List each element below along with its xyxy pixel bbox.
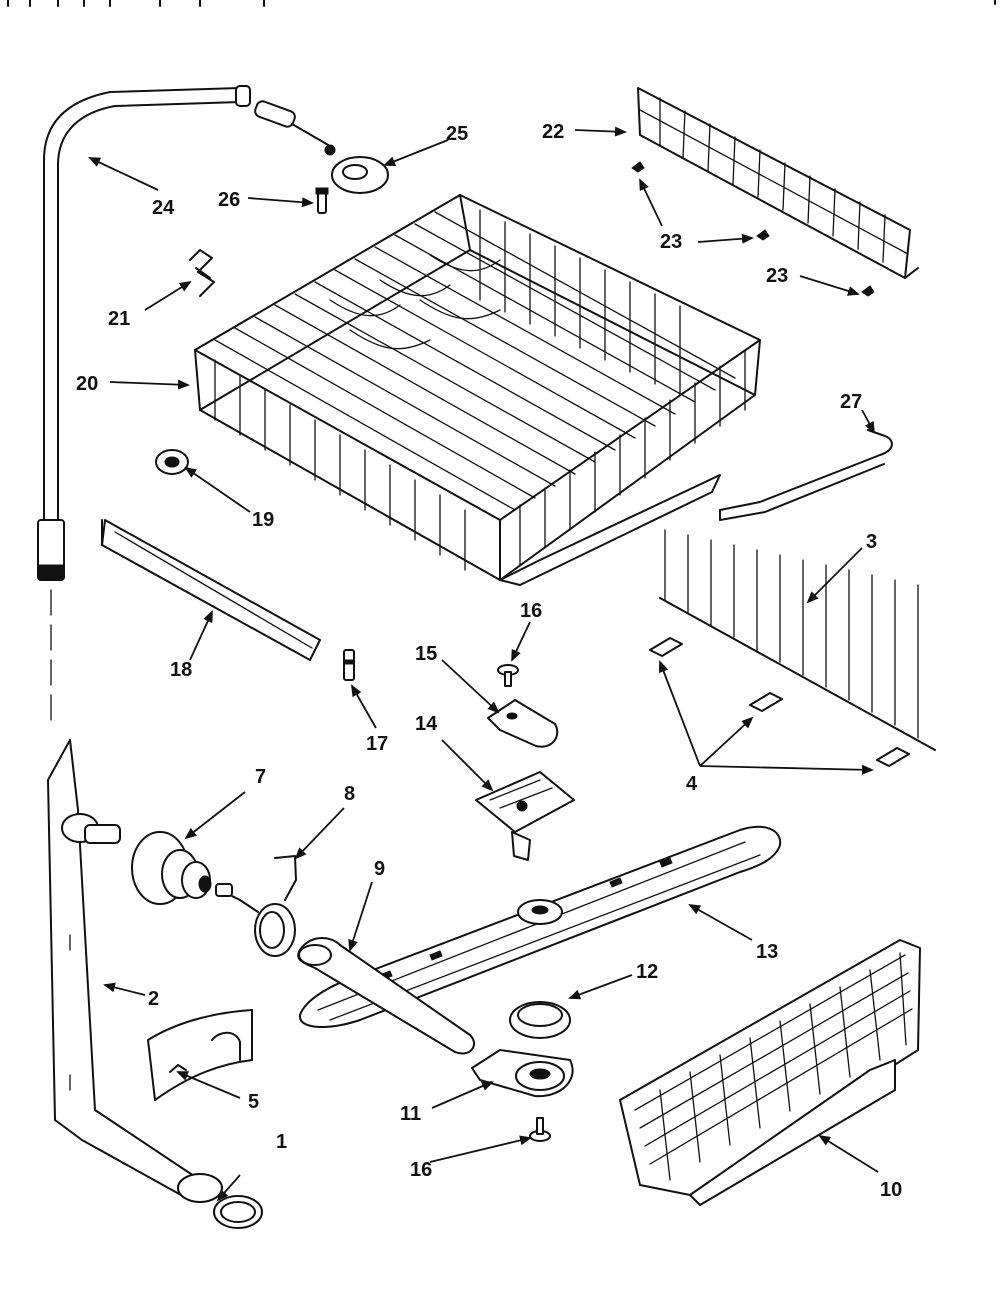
callout-2: 2 (148, 988, 159, 1010)
wire-grid-part-22 (637, 87, 919, 279)
callout-16-top: 16 (520, 600, 542, 622)
callout-7: 7 (255, 766, 266, 788)
bearing-part-14 (475, 771, 575, 861)
rail-stop-part-17 (343, 649, 355, 681)
callout-27: 27 (840, 391, 862, 413)
callout-26: 26 (218, 189, 240, 211)
screw-part-26 (315, 187, 329, 214)
callout-21: 21 (108, 308, 130, 330)
callout-1: 1 (276, 1131, 287, 1153)
callout-4: 4 (686, 773, 698, 795)
callout-22: 22 (542, 121, 564, 143)
o-ring-part-1 (213, 1195, 263, 1229)
bracket-part-5 (147, 1009, 253, 1101)
callout-14: 14 (415, 713, 438, 735)
callout-17: 17 (366, 733, 388, 755)
callout-9: 9 (374, 858, 385, 880)
rod-part-27 (719, 429, 893, 521)
top-edge-marks (7, 0, 996, 7)
clamp-part-8 (215, 855, 297, 957)
rack-wheel-part-19 (155, 449, 189, 475)
callout-16-bottom: 16 (410, 1159, 432, 1181)
callout-23-b: 23 (766, 265, 788, 287)
callout-25: 25 (446, 123, 468, 145)
manifold-part-11 (471, 1049, 574, 1098)
screw-part-16-top (497, 664, 519, 687)
seal-part-12 (509, 1001, 571, 1039)
tine-clips-part-4 (649, 637, 910, 767)
callout-19: 19 (252, 509, 274, 531)
callout-18: 18 (170, 659, 192, 681)
callout-20: 20 (76, 373, 98, 395)
callout-5: 5 (248, 1091, 259, 1113)
grid-clips-part-23 (631, 161, 875, 297)
tube-part-9 (297, 937, 475, 1055)
rack-rail-part-18 (101, 519, 321, 661)
arm-mount-part-15 (487, 699, 559, 748)
callout-24: 24 (152, 197, 175, 219)
callout-13: 13 (756, 941, 778, 963)
screw-part-16-bottom (529, 1117, 551, 1142)
filter-screen-part-10 (619, 939, 921, 1206)
callout-3: 3 (866, 531, 877, 553)
callout-11: 11 (400, 1103, 421, 1125)
callout-15: 15 (415, 643, 437, 665)
callout-12: 12 (636, 961, 658, 983)
conduit-part-2 (47, 739, 223, 1203)
dish-rack-part-20 (194, 194, 761, 586)
tine-row-part-3 (659, 529, 936, 751)
callout-10: 10 (880, 1179, 902, 1201)
supply-tube-part-24 (37, 85, 251, 721)
nozzle-part-25 (254, 100, 389, 194)
pump-housing-part-7 (131, 831, 212, 905)
leader-lines (88, 126, 879, 1202)
callout-labels: 1 2 3 4 5 7 8 9 10 11 12 13 14 15 16 16 … (76, 121, 902, 1201)
clip-part-21 (189, 249, 215, 297)
callout-23-a: 23 (660, 231, 682, 253)
callout-8: 8 (344, 783, 355, 805)
